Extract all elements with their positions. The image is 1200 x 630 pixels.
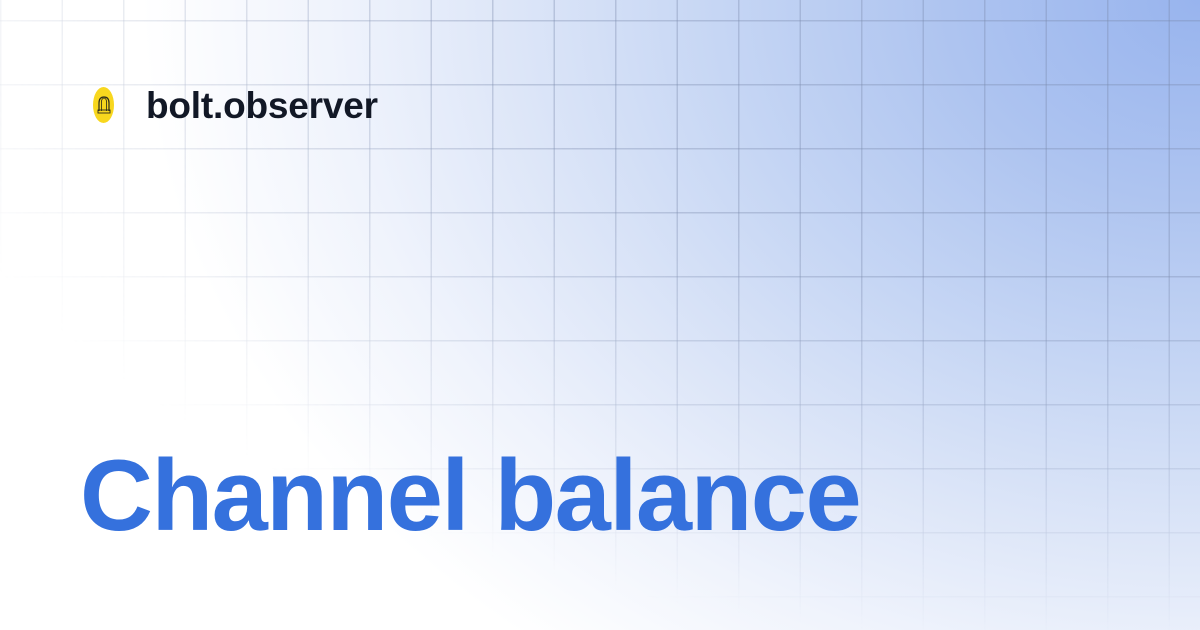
- page-title: Channel balance: [80, 440, 862, 552]
- observatory-dome-icon: [93, 87, 114, 123]
- brand-header: bolt.observer: [93, 83, 378, 127]
- brand-name: bolt.observer: [146, 84, 378, 126]
